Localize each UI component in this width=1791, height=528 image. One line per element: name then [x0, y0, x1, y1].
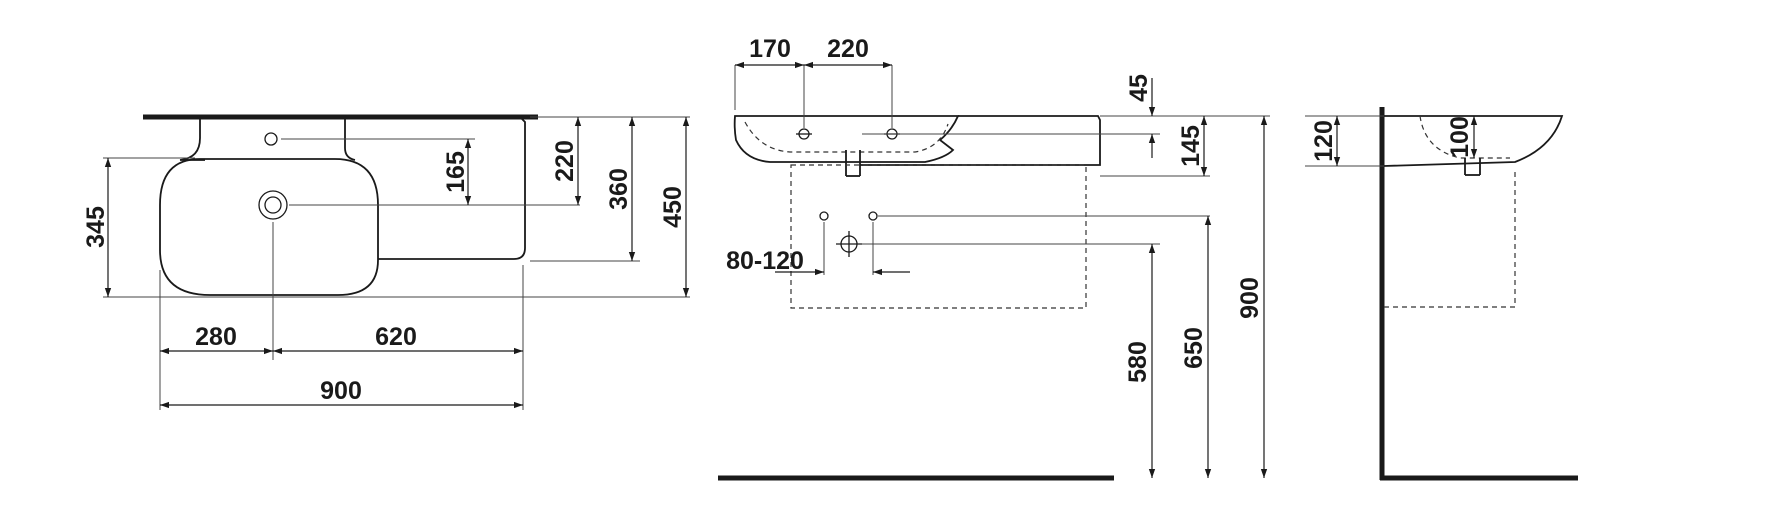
front-view: 170 220 45 145 80-120 580 650 900 [718, 35, 1270, 481]
dim-900-width: 900 [320, 377, 362, 405]
dim-360: 360 [605, 168, 633, 210]
dim-80-120: 80-120 [726, 247, 804, 275]
dim-165: 165 [442, 151, 470, 193]
drain-outer-icon [258, 190, 288, 220]
basin-back-left [179, 117, 205, 161]
side-basin-outline [1383, 115, 1564, 167]
dim-280: 280 [195, 323, 237, 351]
dim-220-top: 220 [551, 140, 579, 182]
dim-100: 100 [1446, 116, 1474, 158]
side-view: 120 100 [1305, 107, 1578, 481]
dim-170: 170 [749, 35, 791, 63]
dim-900-height: 900 [1236, 277, 1264, 319]
cabinet-outline [790, 164, 1087, 309]
dim-145: 145 [1177, 125, 1205, 167]
shelf-outline [345, 116, 526, 260]
drain-inner-icon [264, 196, 282, 214]
dim-220-front: 220 [827, 35, 869, 63]
basin-front-outline [733, 115, 960, 163]
basin-back-right [344, 117, 356, 161]
tap-hole-icon [264, 132, 278, 146]
dim-650: 650 [1180, 327, 1208, 369]
dim-45: 45 [1125, 74, 1153, 102]
dim-620: 620 [375, 323, 417, 351]
shelf-front-outline [860, 115, 1101, 166]
supply-right-icon [868, 211, 878, 221]
bowl-outline [159, 158, 379, 296]
top-view: 345 165 220 360 450 280 620 900 [82, 114, 690, 410]
dim-580: 580 [1124, 341, 1152, 383]
supply-left-icon [819, 211, 829, 221]
dim-345: 345 [82, 206, 110, 248]
dim-450: 450 [659, 186, 687, 228]
dim-120: 120 [1310, 120, 1338, 162]
